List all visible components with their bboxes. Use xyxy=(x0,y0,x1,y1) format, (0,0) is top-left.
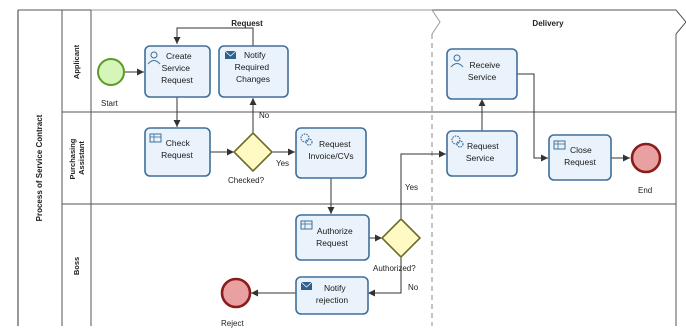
task-request-invoice-cvs[interactable]: Request Invoice/CVs xyxy=(295,127,367,179)
gear-icon xyxy=(451,135,464,148)
start-event-label: Start xyxy=(101,99,119,108)
reject-end-event[interactable] xyxy=(220,277,252,309)
lanes: Applicant Purchasing Assistant Boss xyxy=(62,44,676,275)
task-check-request[interactable]: Check Request xyxy=(144,127,211,177)
lane-label-purchasing-line2: Assistant xyxy=(77,141,86,175)
user-icon xyxy=(147,51,161,65)
flow-receive-to-close xyxy=(517,73,548,162)
phase-delivery-title: Delivery xyxy=(532,19,564,28)
task-label-line: Request xyxy=(316,238,348,248)
task-label-line: Required xyxy=(235,62,270,72)
task-label-line: Create xyxy=(166,51,192,61)
task-receive-service[interactable]: Receive Service xyxy=(446,48,518,100)
task-label-line: Notify xyxy=(244,50,266,60)
table-icon xyxy=(553,140,566,150)
gateway-checked[interactable] xyxy=(232,131,274,173)
flow-labels: No Yes Yes No xyxy=(259,111,419,292)
phase-request-title: Request xyxy=(231,19,263,28)
lane-label-purchasing-assistant: Purchasing Assistant xyxy=(68,137,86,180)
task-notify-required-changes[interactable]: Notify Required Changes xyxy=(218,45,289,98)
svg-text:Check Request: Check Request xyxy=(161,138,193,160)
task-label-line: Service xyxy=(468,72,497,82)
pool-title: Process of Service Contract xyxy=(35,114,44,221)
flow-notify-to-create xyxy=(173,27,254,46)
envelope-icon xyxy=(224,50,237,59)
lane-label-purchasing-line1: Purchasing xyxy=(68,138,77,179)
gateway-authorized[interactable] xyxy=(380,217,422,259)
svg-text:Create Service: Create Service Request xyxy=(161,51,194,85)
events: Start End Reject xyxy=(97,58,662,328)
task-label-line: rejection xyxy=(316,295,348,305)
gateway-checked-label: Checked? xyxy=(228,176,265,185)
end-event[interactable] xyxy=(630,142,662,174)
task-label-line: Request xyxy=(467,141,499,151)
svg-text:Request Invoice/CVs: Request Invoice/CVs xyxy=(308,139,353,161)
task-close-request[interactable]: Close Request xyxy=(548,134,612,181)
gateway-authorized-label: Authorized? xyxy=(373,264,416,273)
svg-text:Notify rejection: Notify rejection xyxy=(316,283,348,305)
table-icon xyxy=(149,133,162,143)
task-label-line: Close xyxy=(570,145,592,155)
task-label-line: Receive xyxy=(469,60,500,70)
task-label-line: Request xyxy=(319,139,351,149)
envelope-icon xyxy=(300,281,313,290)
gateways: Checked? Authorized? xyxy=(228,131,422,273)
task-request-service[interactable]: Request Service xyxy=(446,130,518,177)
gear-icon xyxy=(300,133,313,146)
task-notify-rejection[interactable]: Notify rejection xyxy=(295,276,369,315)
lane-label-applicant: Applicant xyxy=(72,44,81,79)
task-label-line: Notify xyxy=(324,283,346,293)
task-label-line: Changes xyxy=(236,74,270,84)
svg-text:Authorize Request: Authorize Request xyxy=(316,226,355,248)
user-icon xyxy=(450,54,464,68)
flow-label-authorized-yes: Yes xyxy=(405,183,418,192)
svg-text:Request Service: Request Service xyxy=(466,141,501,163)
flow-authorized-yes-to-request-service xyxy=(400,150,446,219)
sequence-flows xyxy=(124,27,630,297)
task-label-line: Request xyxy=(161,150,193,160)
end-event-label: End xyxy=(638,186,652,195)
flow-label-checked-no: No xyxy=(259,111,270,120)
phases: Request Delivery xyxy=(91,9,564,326)
flow-authorized-no-to-notify-rejection xyxy=(368,257,402,297)
table-icon xyxy=(300,220,313,230)
flow-label-authorized-no: No xyxy=(408,283,419,292)
svg-text:Receive Service: Receive Service xyxy=(468,60,503,82)
task-label-line: Request xyxy=(564,157,596,167)
flow-label-checked-yes: Yes xyxy=(276,159,289,168)
task-label-line: Service xyxy=(162,63,191,73)
tasks: Create Service Request Notify Required C… xyxy=(144,45,612,315)
svg-text:Notify Required: Notify Required Changes xyxy=(235,50,272,84)
start-event[interactable] xyxy=(97,58,125,86)
task-label-line: Service xyxy=(466,153,495,163)
task-label-line: Invoice/CVs xyxy=(308,151,353,161)
svg-text:Close Request: Close Request xyxy=(564,145,596,167)
task-authorize-request[interactable]: Authorize Request xyxy=(295,214,370,261)
lane-label-boss: Boss xyxy=(72,257,81,275)
task-label-line: Request xyxy=(161,75,193,85)
reject-event-label: Reject xyxy=(221,319,244,328)
task-label-line: Authorize xyxy=(317,226,353,236)
task-create-service-request[interactable]: Create Service Request xyxy=(144,45,211,98)
task-label-line: Check xyxy=(166,138,191,148)
